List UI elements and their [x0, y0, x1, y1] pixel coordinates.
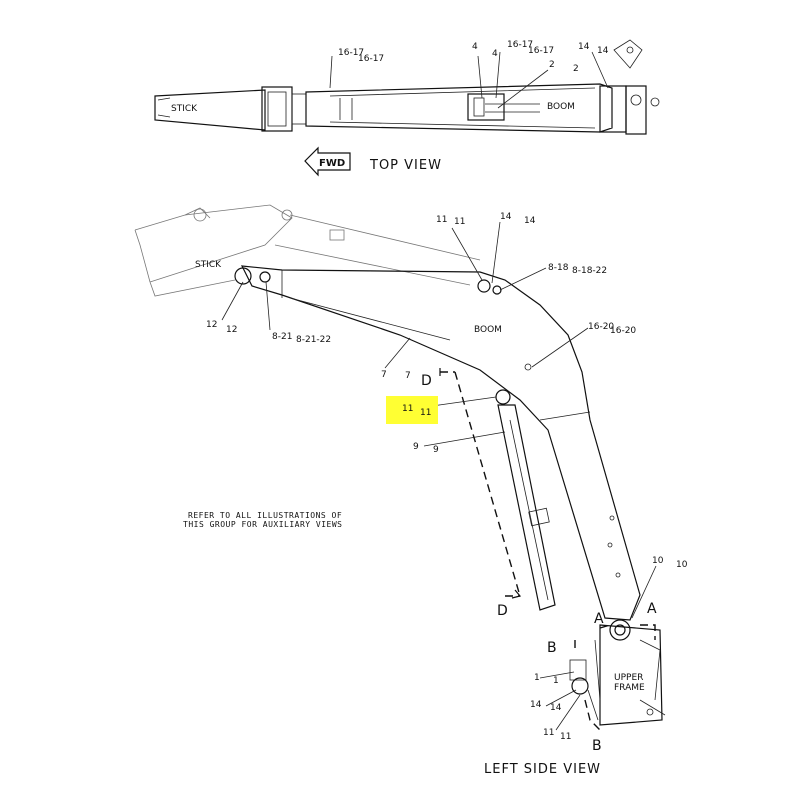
callout-9-b: 9: [433, 445, 439, 455]
callout-16-20-a: 16-20: [588, 322, 614, 332]
callout-11-b: 11: [454, 217, 465, 227]
callout-10-a: 10: [652, 556, 664, 566]
callout-11-a: 11: [436, 215, 447, 225]
section-d-bottom: D: [497, 603, 508, 619]
callout-16-20-b: 16-20: [610, 326, 636, 336]
callout-12-a: 12: [206, 320, 217, 330]
callout-16-17-top-d: 16-17: [528, 46, 554, 56]
callout-11-e: 11: [543, 728, 554, 738]
top-boom-label: BOOM: [547, 102, 575, 112]
note-line-1: REFER TO ALL ILLUSTRATIONS OF: [188, 511, 342, 520]
upper-frame-drawing: [569, 619, 666, 726]
callout-10-b: 10: [676, 560, 688, 570]
callout-1-a: 1: [534, 673, 540, 683]
callout-7-a: 7: [381, 370, 387, 380]
callout-16-17-top-c: 16-17: [507, 40, 533, 50]
callout-4-b: 4: [492, 49, 498, 59]
callout-2-a: 2: [549, 60, 555, 70]
fwd-label: FWD: [319, 158, 345, 169]
callout-1-b: 1: [553, 676, 559, 686]
fwd-arrow-icon: FWD: [304, 146, 351, 177]
section-b-bottom: B: [592, 738, 602, 754]
section-a-left: A: [594, 611, 604, 627]
callout-11-f: 11: [560, 732, 571, 742]
callout-7-b: 7: [405, 371, 411, 381]
callout-16-17-top-a: 16-17: [338, 48, 364, 58]
callout-8-18-b: 8-18-22: [572, 266, 607, 276]
callout-14-top-b: 14: [597, 46, 609, 56]
callout-12-b: 12: [226, 325, 237, 335]
side-boom-label: BOOM: [474, 325, 502, 335]
callout-8-18-a: 8-18: [548, 263, 569, 273]
callout-9-a: 9: [413, 442, 419, 452]
section-line-a: [599, 624, 656, 640]
callout-14-b: 14: [524, 216, 536, 226]
section-line-d: [440, 371, 521, 597]
boom-drawing: [234, 265, 641, 621]
upper-frame-label-line1: UPPER: [614, 673, 643, 683]
top-view-title: TOP VIEW: [369, 158, 442, 173]
callout-14-a: 14: [500, 212, 512, 222]
section-b-top: B: [547, 640, 557, 656]
boom-cylinder: [497, 404, 556, 611]
side-stick-label: STICK: [195, 260, 222, 270]
callout-14-top-a: 14: [578, 42, 590, 52]
callout-highlight: [386, 396, 438, 424]
side-view-title: LEFT SIDE VIEW: [484, 762, 601, 777]
callout-14-c: 14: [530, 700, 542, 710]
callout-11-d: 11: [420, 408, 431, 418]
stick-phantom: [134, 204, 481, 297]
top-view-drawing: [154, 39, 660, 135]
callout-2-b: 2: [573, 64, 579, 74]
section-line-b: [574, 640, 601, 731]
section-a-right: A: [647, 601, 657, 617]
callout-8-21-b: 8-21-22: [296, 335, 331, 345]
note-line-2: THIS GROUP FOR AUXILIARY VIEWS: [183, 520, 343, 529]
callout-8-21-a: 8-21: [272, 332, 292, 342]
callout-14-d: 14: [550, 703, 562, 713]
top-stick-label: STICK: [171, 104, 198, 114]
section-d-top: D: [421, 373, 432, 389]
callout-16-17-top-b: 16-17: [358, 54, 384, 64]
upper-frame-label-line2: FRAME: [614, 683, 645, 693]
callout-11-c: 11: [402, 404, 413, 414]
callout-4-a: 4: [472, 42, 478, 52]
